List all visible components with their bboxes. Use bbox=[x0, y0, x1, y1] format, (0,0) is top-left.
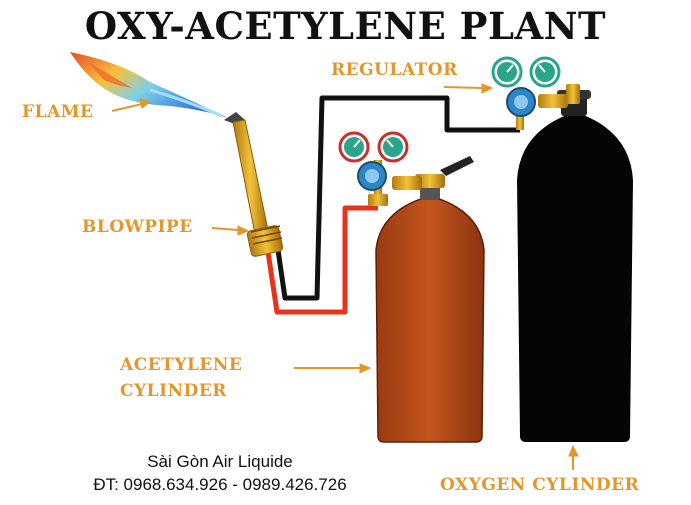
hose-black-oxygen bbox=[275, 95, 520, 301]
page-title: OXY-ACETYLENE PLANT bbox=[84, 4, 607, 48]
company-name: Sài Gòn Air Liquide bbox=[147, 452, 293, 471]
oxygen-cylinder bbox=[517, 90, 633, 442]
gauge-icon bbox=[377, 131, 409, 163]
label-flame: FLAME bbox=[22, 102, 94, 122]
label-acetylene-line1: ACETYLENE bbox=[120, 355, 243, 375]
regulator-oxygen bbox=[491, 56, 580, 130]
blowpipe-icon bbox=[224, 112, 284, 257]
regulator-acetylene bbox=[338, 131, 422, 206]
arrow-icon bbox=[111, 98, 152, 112]
label-oxygen-cylinder: OXYGEN CYLINDER bbox=[440, 475, 640, 495]
company-phones: ĐT: 0968.634.926 - 0989.426.726 bbox=[93, 475, 347, 494]
acetylene-cylinder bbox=[375, 156, 485, 443]
arrow-icon bbox=[443, 83, 494, 94]
label-acetylene-line2: CYLINDER bbox=[120, 381, 227, 401]
hose-red-acetylene bbox=[265, 205, 378, 315]
arrow-icon bbox=[211, 225, 250, 236]
gauge-icon bbox=[491, 56, 523, 88]
gauge-icon bbox=[338, 131, 370, 163]
arrow-icon bbox=[294, 363, 372, 374]
arrow-icon bbox=[568, 444, 579, 470]
gauge-icon bbox=[529, 56, 561, 88]
flame-icon bbox=[70, 52, 228, 118]
label-regulator: REGULATOR bbox=[331, 60, 458, 80]
label-blowpipe: BLOWPIPE bbox=[82, 217, 193, 237]
